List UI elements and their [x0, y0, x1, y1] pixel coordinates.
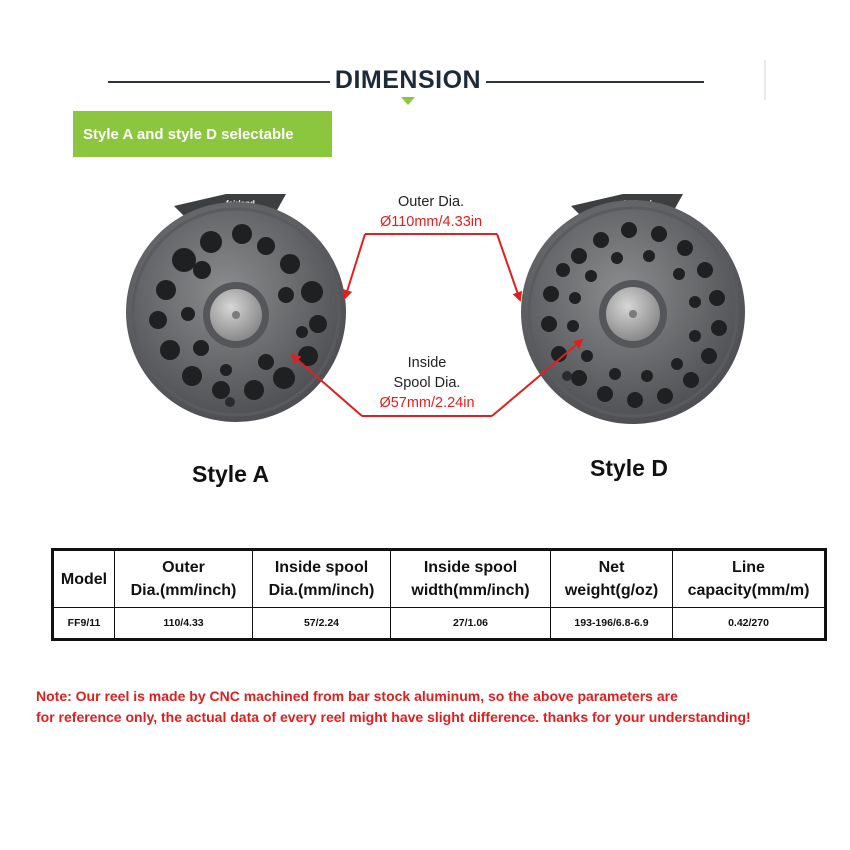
section-title: DIMENSION [334, 66, 482, 94]
inside-dia-arrow-left [290, 353, 363, 417]
badge-text: Style A and style D selectable [83, 125, 294, 143]
inside-dia-value: Ø57mm/2.24in [379, 395, 475, 411]
header-divider-left [108, 81, 330, 83]
outer-dia-arrow-left [342, 233, 366, 300]
reel-style-d-image: fairland [521, 194, 745, 424]
style-a-label: Style A [192, 461, 270, 487]
disclaimer-note: Note: Our reel is made by CNC machined f… [36, 686, 836, 728]
outer-dia-arrow-right [496, 233, 523, 302]
outer-dia-annotation: Outer Dia. Ø110mm/4.33in [360, 192, 502, 232]
cell-inside-spool-width: 27/1.06 [390, 607, 551, 640]
cell-net-weight: 193-196/6.8-6.9 [550, 607, 673, 640]
cell-line-capacity: 0.42/270 [672, 607, 826, 640]
title-pointer-icon [401, 97, 415, 105]
note-line-1: Note: Our reel is made by CNC machined f… [36, 688, 678, 704]
inside-dia-title-line1: Inside [407, 355, 447, 371]
style-d-label: Style D [590, 455, 668, 481]
inside-dia-arrow-right [491, 338, 584, 417]
outer-dia-title: Outer Dia. [397, 194, 465, 210]
inside-dia-title-line2: Spool Dia. [393, 375, 461, 391]
header-divider-right [486, 81, 704, 83]
reel-style-a-image: fairland [126, 194, 346, 422]
style-selectable-badge: Style A and style D selectable [73, 111, 332, 157]
outer-dia-value: Ø110mm/4.33in [379, 214, 483, 230]
table-row: FF9/11 110/4.33 57/2.24 27/1.06 193-196/… [52, 607, 826, 640]
decorative-bar [764, 60, 766, 100]
inside-dia-annotation: Inside Spool Dia. Ø57mm/2.24in [356, 353, 498, 413]
cell-inside-spool-dia: 57/2.24 [252, 607, 391, 640]
header-model: Model [52, 549, 115, 608]
note-line-2: for reference only, the actual data of e… [36, 709, 751, 725]
cell-model: FF9/11 [52, 607, 115, 640]
cell-outer-dia: 110/4.33 [114, 607, 253, 640]
